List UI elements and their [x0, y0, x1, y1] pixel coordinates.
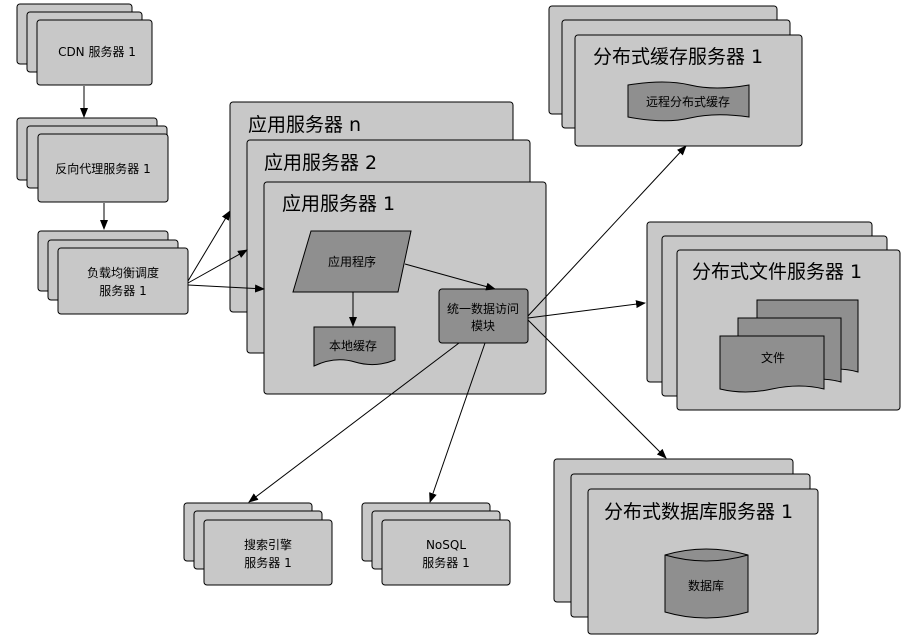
app-server-1: 应用服务器 1 应用程序 本地缓存 统一数据访问 模块	[263, 181, 547, 395]
reverse-proxy-label: 反向代理服务器 1	[55, 161, 150, 176]
cdn-server-label: CDN 服务器 1	[58, 44, 136, 59]
nosql-server-label-2: 服务器 1	[422, 555, 469, 570]
search-server-label-2: 服务器 1	[244, 555, 291, 570]
file-label: 文件	[761, 350, 785, 365]
arrow-program-to-data-access	[404, 263, 496, 291]
load-balancer-label-1: 负载均衡调度	[87, 265, 159, 280]
nosql-server-stack: NoSQL 服务器 1	[361, 502, 511, 586]
file-server-stack: 分布式文件服务器 1 文件	[646, 221, 901, 411]
search-server-label-1: 搜索引擎	[244, 537, 292, 552]
cache-server-label: 分布式缓存服务器 1	[593, 46, 763, 68]
cdn-server-stack: CDN 服务器 1	[16, 3, 153, 86]
arrow-to-cache-server	[527, 145, 687, 317]
app-server-1-label: 应用服务器 1	[282, 193, 395, 215]
connection-arrows	[80, 86, 687, 503]
data-access-label-2: 模块	[471, 319, 495, 333]
arrow-to-nosql	[429, 342, 486, 503]
app-program-label: 应用程序	[328, 254, 376, 269]
nosql-server-label-1: NoSQL	[426, 538, 466, 552]
db-server-stack: 分布式数据库服务器 1 数据库	[553, 458, 819, 635]
local-cache-label: 本地缓存	[329, 339, 377, 353]
load-balancer-label-2: 服务器 1	[99, 283, 146, 298]
reverse-proxy-stack: 反向代理服务器 1	[16, 117, 169, 203]
remote-cache-label: 远程分布式缓存	[646, 94, 730, 109]
arrow-lb-to-app-1	[187, 284, 265, 293]
arrow-to-search	[248, 342, 460, 503]
data-access-label-1: 统一数据访问	[447, 301, 519, 316]
database-label: 数据库	[688, 578, 724, 593]
database-cylinder-rim	[664, 554, 749, 562]
file-doc-front	[719, 335, 825, 393]
database-cylinder-body	[664, 548, 749, 619]
db-server-label: 分布式数据库服务器 1	[604, 501, 793, 523]
arrow-to-db-server	[527, 319, 667, 459]
app-program-shape	[292, 230, 412, 293]
search-server-stack: 搜索引擎 服务器 1	[183, 502, 333, 586]
cache-server-stack: 分布式缓存服务器 1 远程分布式缓存	[548, 5, 803, 147]
arrow-lb-to-app-n	[187, 210, 231, 282]
file-server-label: 分布式文件服务器 1	[692, 261, 862, 283]
arrow-lb-to-app-2	[187, 249, 248, 284]
load-balancer-stack: 负载均衡调度 服务器 1	[37, 230, 189, 315]
data-access-module	[438, 288, 529, 344]
app-server-2-label: 应用服务器 2	[264, 152, 377, 174]
app-server-n-label: 应用服务器 n	[248, 114, 361, 136]
arrow-to-file-server	[527, 300, 646, 319]
local-cache-shape	[313, 326, 396, 367]
remote-cache-shape	[627, 81, 750, 122]
